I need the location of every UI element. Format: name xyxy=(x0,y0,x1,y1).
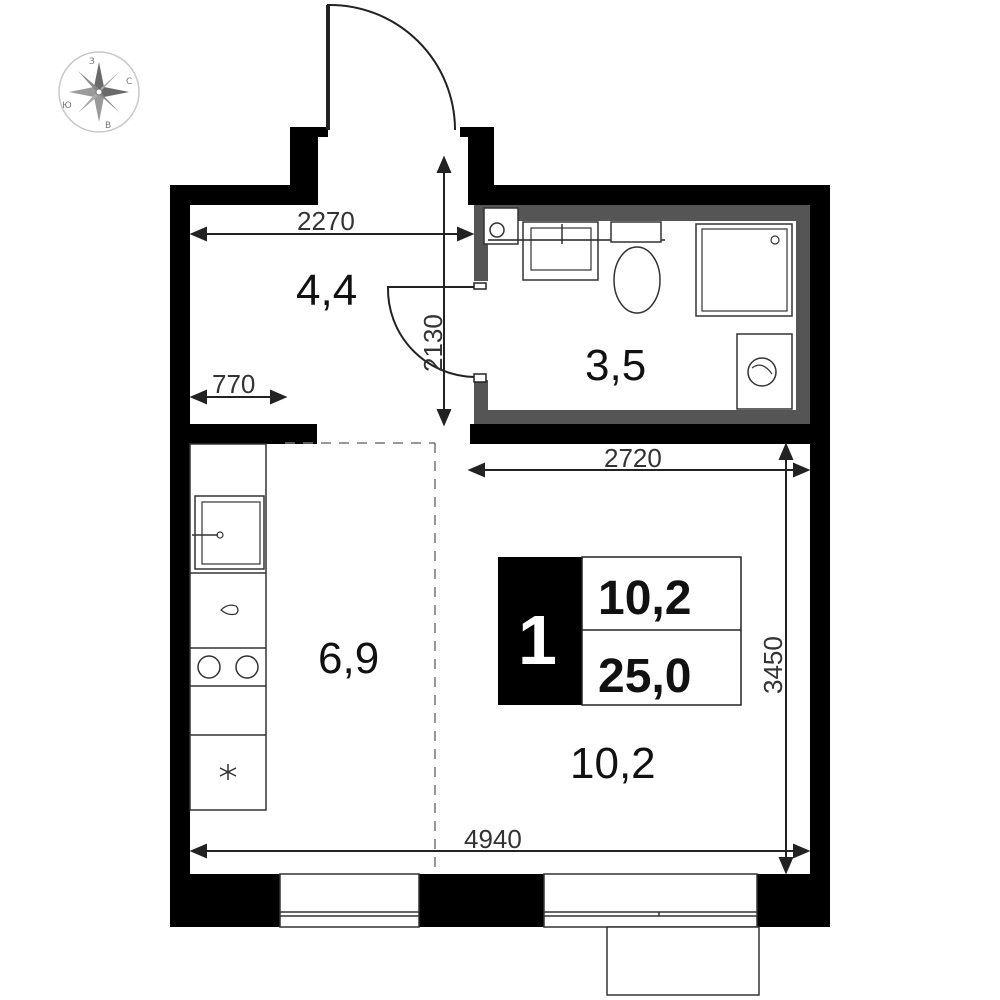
compass-north-label: З xyxy=(89,57,95,67)
compass-rose-icon: З С В Ю xyxy=(58,51,140,133)
dimension-total-width: 4940 xyxy=(464,824,522,854)
summary-total-area: 25,0 xyxy=(598,650,691,703)
washing-machine-icon xyxy=(736,333,793,410)
kitchen-sink-icon xyxy=(192,495,265,570)
dimension-room-depth: 3450 xyxy=(758,636,788,694)
boiler-icon xyxy=(483,207,519,245)
dimension-door-offset: 770 xyxy=(212,369,255,399)
interior-walls xyxy=(190,424,810,444)
entrance-door-swing xyxy=(327,3,456,131)
toilet-icon xyxy=(610,221,662,314)
washbasin-icon xyxy=(522,221,599,281)
rooms-count: 1 xyxy=(518,601,557,679)
french-balcony xyxy=(606,926,760,996)
dimension-lines xyxy=(189,155,811,875)
bathroom-area-label: 3,5 xyxy=(585,341,646,390)
dimension-hall-depth: 2130 xyxy=(418,314,448,372)
dimension-room-width: 2720 xyxy=(604,443,662,473)
shower-tray-icon xyxy=(695,223,793,317)
stove-burners-icon xyxy=(197,655,259,679)
compass-south-label: В xyxy=(105,121,111,131)
hall-area-label: 4,4 xyxy=(296,266,357,315)
summary-badge: 1 10,2 25,0 xyxy=(498,556,742,706)
compass-east-label: С xyxy=(126,77,132,87)
summary-living-area: 10,2 xyxy=(598,572,691,625)
kitchen-zone-divider xyxy=(285,442,436,874)
dimension-hall-width: 2270 xyxy=(297,206,355,236)
outer-walls xyxy=(170,127,830,927)
fridge-snowflake-icon xyxy=(219,764,237,780)
kitchen-area-label: 6,9 xyxy=(318,634,379,683)
water-drop-icon xyxy=(220,604,239,616)
window-right xyxy=(543,873,758,928)
compass-west-label: Ю xyxy=(62,101,72,111)
living-area-label: 10,2 xyxy=(570,739,656,788)
window-left xyxy=(279,873,420,928)
bathroom-door-swing xyxy=(386,286,475,378)
